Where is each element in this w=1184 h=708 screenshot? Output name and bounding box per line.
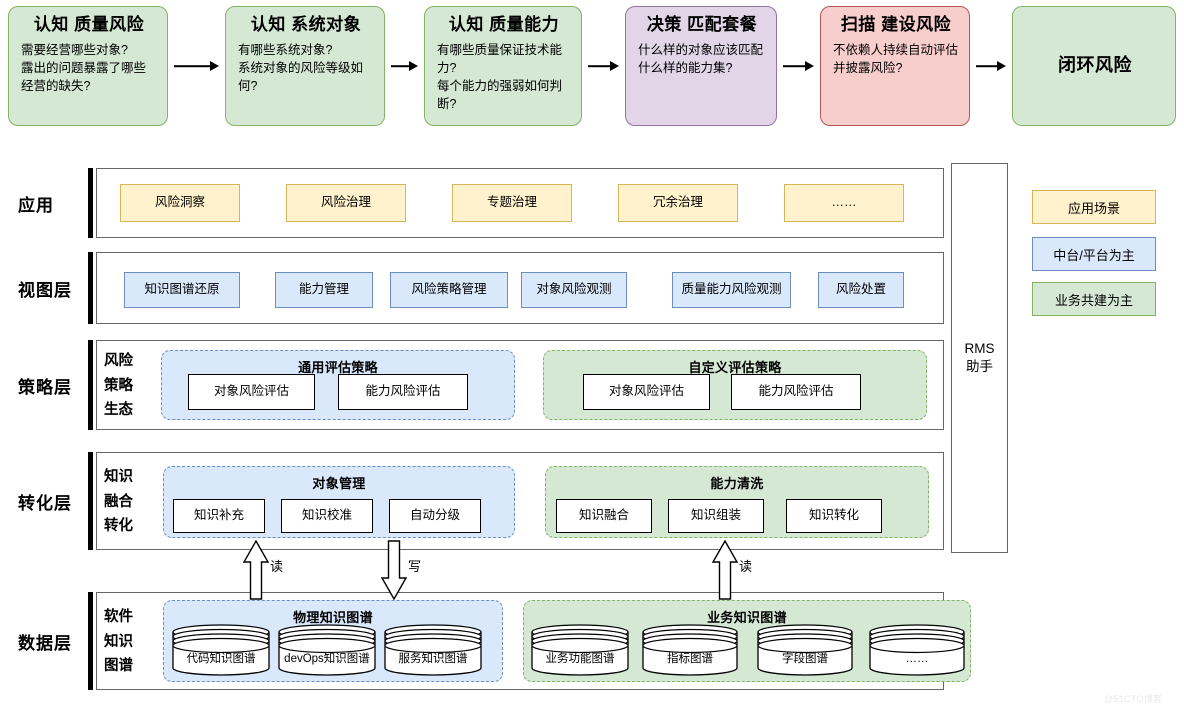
layer-label-strategy: 策略层 <box>18 377 72 397</box>
legend-item-1: 应用场景 <box>1032 190 1156 224</box>
chip-application-3[interactable]: 专题治理 <box>452 184 572 222</box>
sublabel-line: 图谱 <box>104 658 133 675</box>
flow-step-title: 扫描 建设风险 <box>840 15 952 34</box>
connector-label-2: 写 <box>408 559 422 574</box>
item-strategy-1-2[interactable]: 能力风险评估 <box>338 374 468 410</box>
layer-accent-bar-application <box>88 168 93 238</box>
group-title: 对象管理 <box>312 476 366 491</box>
flow-step-3[interactable]: 认知 质量能力有哪些质量保证技术能力? 每个能力的强弱如何判断? <box>424 6 582 126</box>
connector-arrow-2 <box>381 540 407 600</box>
layer-accent-bar-transform <box>88 452 93 550</box>
layer-accent-bar-view <box>88 252 93 324</box>
database-cylinder-2-3[interactable]: 字段图谱 <box>757 624 853 676</box>
chip-application-2[interactable]: 风险治理 <box>286 184 406 222</box>
database-cylinder-1-2[interactable]: devOps知识图谱 <box>278 624 376 676</box>
item-transform-1-1[interactable]: 知识补充 <box>173 499 265 533</box>
item-strategy-2-1[interactable]: 对象风险评估 <box>583 374 710 410</box>
legend-item-2: 中台/平台为主 <box>1032 237 1156 271</box>
sublabel-line: 生态 <box>104 402 133 419</box>
flow-arrow-2 <box>391 60 418 72</box>
chip-application-5[interactable]: …… <box>784 184 904 222</box>
item-transform-1-3[interactable]: 自动分级 <box>389 499 481 533</box>
chip-view-4[interactable]: 对象风险观测 <box>521 272 627 308</box>
sublabel-line: 知识 <box>104 469 133 486</box>
connector-label-1: 读 <box>270 559 284 574</box>
flow-step-2[interactable]: 认知 系统对象有哪些系统对象? 系统对象的风险等级如何? <box>225 6 385 126</box>
chip-application-1[interactable]: 风险洞察 <box>120 184 240 222</box>
layer-label-application: 应用 <box>18 195 54 215</box>
flow-step-title: 决策 匹配套餐 <box>646 15 758 34</box>
database-cylinder-1-1[interactable]: 代码知识图谱 <box>172 624 270 676</box>
flow-step-5[interactable]: 扫描 建设风险不依赖人持续自动评估并披露风险? <box>820 6 970 126</box>
sublabel-line: 融合 <box>104 493 133 510</box>
layer-label-transform: 转化层 <box>18 493 72 513</box>
flow-arrow-5 <box>976 60 1006 72</box>
flow-step-body: 有哪些质量保证技术能力? 每个能力的强弱如何判断? <box>437 43 563 111</box>
cylinder-label: …… <box>905 653 929 666</box>
flow-step-1[interactable]: 认知 质量风险需要经营哪些对象? 露出的问题暴露了哪些经营的缺失? <box>8 6 168 126</box>
flow-step-title: 认知 质量风险 <box>33 15 145 34</box>
legend-item-3: 业务共建为主 <box>1032 282 1156 316</box>
flow-step-title: 认知 系统对象 <box>250 15 362 34</box>
layer-label-data: 数据层 <box>18 633 72 653</box>
sublabel-line: 策略 <box>104 377 133 394</box>
item-strategy-1-1[interactable]: 对象风险评估 <box>188 374 315 410</box>
flow-step-6[interactable]: 闭环风险 <box>1012 6 1176 126</box>
cylinder-label: 代码知识图谱 <box>186 653 256 666</box>
chip-view-5[interactable]: 质量能力风险观测 <box>672 272 791 308</box>
layer-sublabel-transform: 知识融合转化 <box>104 462 140 542</box>
flow-step-body: 需要经营哪些对象? 露出的问题暴露了哪些经营的缺失? <box>21 43 147 93</box>
item-transform-2-1[interactable]: 知识融合 <box>556 499 652 533</box>
database-cylinder-2-2[interactable]: 指标图谱 <box>642 624 738 676</box>
flow-step-body: 不依赖人持续自动评估并披露风险? <box>833 43 959 76</box>
sublabel-line: 风险 <box>104 353 133 370</box>
flow-step-title: 认知 质量能力 <box>448 15 560 34</box>
flow-arrow-1 <box>174 60 219 72</box>
flow-step-4[interactable]: 决策 匹配套餐什么样的对象应该匹配什么样的能力集? <box>625 6 777 126</box>
layer-label-view: 视图层 <box>18 280 72 300</box>
group-title: 自定义评估策略 <box>688 360 782 375</box>
item-transform-1-2[interactable]: 知识校准 <box>281 499 373 533</box>
item-transform-2-3[interactable]: 知识转化 <box>786 499 882 533</box>
flow-step-body: 有哪些系统对象? 系统对象的风险等级如何? <box>238 43 364 93</box>
item-strategy-2-2[interactable]: 能力风险评估 <box>731 374 861 410</box>
connector-arrow-1 <box>243 540 269 600</box>
rms-assistant-panel[interactable]: RMS 助手 <box>951 163 1008 553</box>
database-cylinder-2-1[interactable]: 业务功能图谱 <box>531 624 629 676</box>
cylinder-label: devOps知识图谱 <box>284 653 370 666</box>
sublabel-line: 知识 <box>104 633 133 650</box>
group-title: 业务知识图谱 <box>707 610 787 625</box>
layer-accent-bar-strategy <box>88 340 93 430</box>
cylinder-label: 字段图谱 <box>782 653 828 666</box>
chip-view-2[interactable]: 能力管理 <box>275 272 373 308</box>
layer-sublabel-strategy: 风险策略生态 <box>104 346 140 426</box>
cylinder-label: 业务功能图谱 <box>545 653 615 666</box>
chip-application-4[interactable]: 冗余治理 <box>618 184 738 222</box>
flow-step-body: 什么样的对象应该匹配什么样的能力集? <box>638 43 764 76</box>
item-transform-2-2[interactable]: 知识组装 <box>668 499 764 533</box>
group-title: 物理知识图谱 <box>293 610 373 625</box>
cylinder-label: 服务知识图谱 <box>398 653 468 666</box>
flow-arrow-4 <box>783 60 814 72</box>
connector-label-3: 读 <box>739 559 753 574</box>
group-title: 能力清洗 <box>710 476 764 491</box>
database-cylinder-2-4[interactable]: …… <box>869 624 965 676</box>
cylinder-label: 指标图谱 <box>667 653 713 666</box>
sublabel-line: 软件 <box>104 609 133 626</box>
flow-arrow-3 <box>588 60 619 72</box>
watermark: @51CTO博客 <box>1104 694 1163 704</box>
chip-view-1[interactable]: 知识图谱还原 <box>124 272 240 308</box>
layer-sublabel-data: 软件知识图谱 <box>104 602 140 682</box>
flow-step-title: 闭环风险 <box>1058 55 1132 76</box>
chip-view-3[interactable]: 风险策略管理 <box>390 272 508 308</box>
group-title: 通用评估策略 <box>298 360 378 375</box>
database-cylinder-1-3[interactable]: 服务知识图谱 <box>384 624 482 676</box>
connector-arrow-3 <box>712 540 738 600</box>
layer-accent-bar-data <box>88 592 93 690</box>
chip-view-6[interactable]: 风险处置 <box>818 272 904 308</box>
sublabel-line: 转化 <box>104 518 133 535</box>
